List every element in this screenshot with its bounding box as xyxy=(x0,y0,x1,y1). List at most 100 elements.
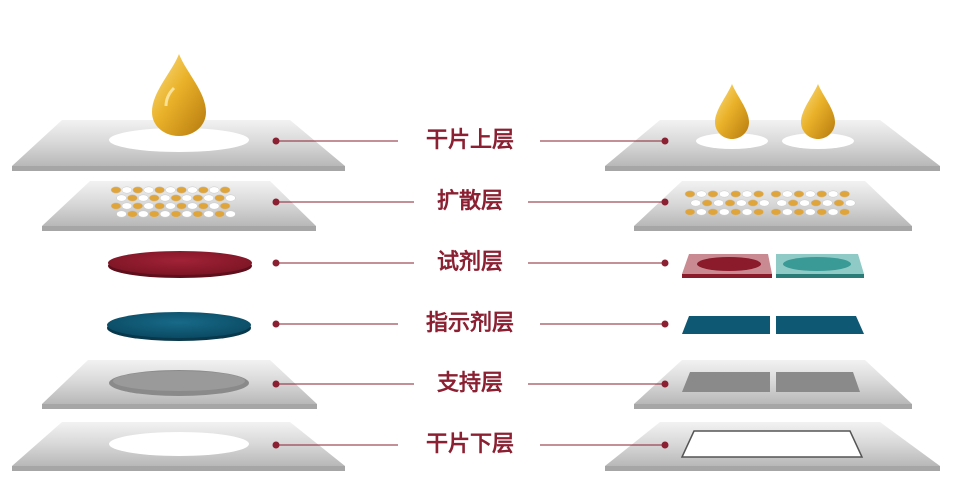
drop-icon xyxy=(801,84,835,139)
drop-icon xyxy=(152,54,206,136)
diffusion-particle xyxy=(741,190,753,198)
diffusion-particle xyxy=(159,194,171,202)
diffusion-particle xyxy=(165,186,176,194)
diffusion-particle xyxy=(203,194,214,202)
diffusion-particle xyxy=(747,199,759,207)
diffusion-particle xyxy=(805,190,816,198)
diffusion-particle xyxy=(214,210,225,218)
diffusion-particle xyxy=(187,186,198,194)
diffusion-particle xyxy=(132,202,144,210)
diffusion-particle xyxy=(839,208,850,216)
diffusion-particle xyxy=(719,190,730,198)
diffusion-particle xyxy=(110,202,122,210)
diffusion-particle xyxy=(143,186,154,194)
diffusion-particle xyxy=(148,210,160,218)
diffusion-particle xyxy=(730,208,741,216)
left-bottom-plate xyxy=(12,422,345,471)
diffusion-particle xyxy=(225,194,236,202)
diffusion-particle xyxy=(219,186,231,194)
diffusion-particle xyxy=(198,186,209,194)
layer-label-diffusion: 扩散层 xyxy=(436,189,503,214)
layer-label-indicator: 指示剂层 xyxy=(425,311,514,336)
diffusion-particle xyxy=(203,210,214,218)
diffusion-particle xyxy=(770,190,782,198)
layer-label-top: 干片上层 xyxy=(425,128,514,153)
diffusion-particle xyxy=(724,199,736,207)
diffusion-particle xyxy=(753,208,764,216)
diffusion-particle xyxy=(690,199,701,207)
diffusion-particle xyxy=(181,210,193,218)
layer-label-support: 支持层 xyxy=(436,371,503,396)
diffusion-particle xyxy=(154,202,165,210)
diffusion-particle xyxy=(810,199,822,207)
diffusion-particle xyxy=(192,194,204,202)
diffusion-particle xyxy=(127,194,138,202)
diffusion-particle xyxy=(827,190,839,198)
diffusion-particle xyxy=(787,199,799,207)
diffusion-particle xyxy=(822,199,833,207)
diffusion-particle xyxy=(170,194,182,202)
diffusion-particle xyxy=(170,210,182,218)
diffusion-particle xyxy=(225,210,236,218)
connector-lines xyxy=(272,137,669,449)
diffusion-particle xyxy=(214,194,225,202)
diffusion-particle xyxy=(736,199,747,207)
diffusion-particle xyxy=(192,210,204,218)
diffusion-particle xyxy=(713,199,724,207)
diffusion-particle xyxy=(138,210,149,218)
diffusion-particle xyxy=(138,194,149,202)
left-reagent-disc xyxy=(108,251,252,278)
drop-icon xyxy=(715,84,749,139)
right-indicator-pads xyxy=(682,316,864,334)
diffusion-particle xyxy=(116,194,127,202)
diffusion-particle xyxy=(154,186,165,194)
diffusion-particle xyxy=(116,210,127,218)
diffusion-particle xyxy=(782,208,793,216)
diffusion-particle xyxy=(159,210,171,218)
layer-label-reagent: 试剂层 xyxy=(436,250,503,275)
diffusion-particle xyxy=(148,194,160,202)
diffusion-particle xyxy=(143,202,154,210)
diffusion-particle xyxy=(793,190,805,198)
diffusion-particle xyxy=(219,202,231,210)
diffusion-particle xyxy=(121,186,133,194)
diffusion-particle xyxy=(132,186,144,194)
diffusion-particle xyxy=(165,202,176,210)
diffusion-particle xyxy=(696,208,707,216)
diffusion-particle xyxy=(701,199,713,207)
diffusion-particle xyxy=(208,186,220,194)
diffusion-particle xyxy=(187,202,198,210)
diffusion-particle xyxy=(127,210,138,218)
right-support-plate xyxy=(634,360,912,409)
diffusion-particle xyxy=(741,208,753,216)
left-top-plate xyxy=(12,120,345,171)
diffusion-particle xyxy=(753,190,764,198)
left-support-plate xyxy=(42,360,317,409)
diffusion-particle xyxy=(770,208,782,216)
right-diffusion-plate xyxy=(634,181,912,231)
diffusion-particle xyxy=(833,199,845,207)
layer-label-bottom: 干片下层 xyxy=(425,432,514,457)
diffusion-particle xyxy=(845,199,856,207)
diffusion-particle xyxy=(684,190,696,198)
right-top-plate xyxy=(605,120,940,171)
diffusion-particle xyxy=(208,202,220,210)
left-diffusion-plate xyxy=(42,181,316,231)
diffusion-particle xyxy=(816,208,827,216)
diffusion-particle xyxy=(782,190,793,198)
diffusion-particle xyxy=(793,208,805,216)
right-bottom-plate xyxy=(605,422,940,471)
diffusion-particle xyxy=(799,199,810,207)
diffusion-particle xyxy=(110,186,122,194)
left-indicator-disc xyxy=(107,312,251,341)
diffusion-particle xyxy=(805,208,816,216)
right-reagent-pads xyxy=(682,254,864,278)
diffusion-particle xyxy=(730,190,741,198)
diffusion-particle xyxy=(816,190,827,198)
diffusion-particle xyxy=(121,202,133,210)
diffusion-particle xyxy=(719,208,730,216)
diffusion-particle xyxy=(759,199,770,207)
diffusion-particle xyxy=(181,194,193,202)
diffusion-particle xyxy=(176,186,187,194)
